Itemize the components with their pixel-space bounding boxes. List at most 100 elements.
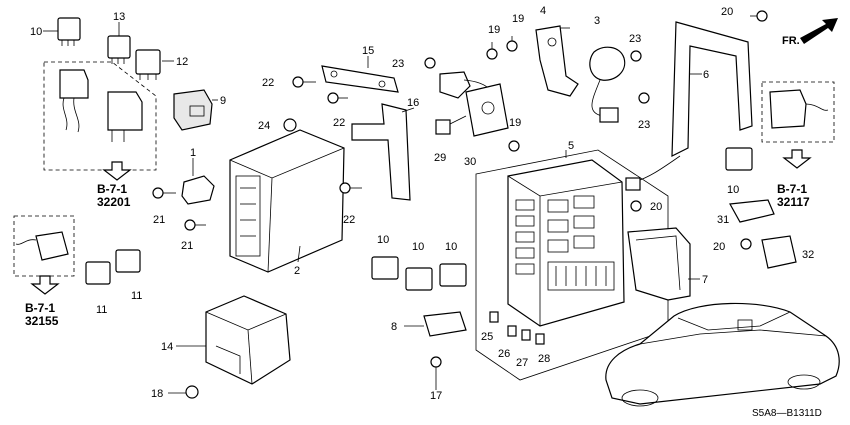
callout-14[interactable]: 14 xyxy=(161,341,173,353)
relay-10-center-a xyxy=(371,256,399,280)
callout-27[interactable]: 27 xyxy=(516,357,528,369)
callout-20-top[interactable]: 20 xyxy=(721,6,733,18)
callout-19-left[interactable]: 19 xyxy=(488,24,500,36)
callout-19-lower[interactable]: 19 xyxy=(509,117,521,129)
callout-21-lower[interactable]: 21 xyxy=(181,240,193,252)
callout-24[interactable]: 24 xyxy=(258,120,270,132)
fuses-25-28 xyxy=(489,311,545,345)
callout-12[interactable]: 12 xyxy=(176,56,188,68)
callout-26[interactable]: 26 xyxy=(498,348,510,360)
ref-code-left[interactable]: 32201 xyxy=(97,195,131,209)
diagram-code: S5A8—B1311D xyxy=(752,408,822,419)
callout-32[interactable]: 32 xyxy=(802,249,814,261)
callout-11-right[interactable]: 11 xyxy=(131,290,142,302)
callout-23-left[interactable]: 23 xyxy=(392,58,404,70)
bolt-21a xyxy=(152,187,176,199)
relay-11b xyxy=(115,249,141,273)
ref-arrow-right xyxy=(782,149,812,169)
bracket-6 xyxy=(625,21,753,191)
bolt-22c xyxy=(339,182,362,194)
module-14 xyxy=(205,295,291,385)
callout-9[interactable]: 9 xyxy=(220,95,226,107)
callout-25[interactable]: 25 xyxy=(481,331,493,343)
relay-10-right xyxy=(725,147,753,171)
callout-31[interactable]: 31 xyxy=(717,214,729,226)
bolt-20a xyxy=(750,10,768,22)
callout-13[interactable]: 13 xyxy=(113,11,125,23)
front-marker: FR. xyxy=(782,35,800,47)
bolt-19c xyxy=(508,140,520,152)
callout-7[interactable]: 7 xyxy=(702,274,708,286)
callout-29[interactable]: 29 xyxy=(434,152,446,164)
fuse-box-5 xyxy=(507,159,625,327)
ref-page-right[interactable]: B-7-1 xyxy=(777,182,807,196)
callout-10-top-left[interactable]: 10 xyxy=(30,26,42,38)
callout-10-center-c[interactable]: 10 xyxy=(445,241,457,253)
bracket-1 xyxy=(181,175,215,205)
cover-7 xyxy=(627,227,691,301)
relay-connector-group-bottom-left xyxy=(13,215,75,277)
ref-page-left[interactable]: B-7-1 xyxy=(97,182,127,196)
bolt-19b xyxy=(506,36,518,52)
callout-20-bottom[interactable]: 20 xyxy=(713,241,725,253)
relay-10-center-b xyxy=(405,267,433,291)
callout-18[interactable]: 18 xyxy=(151,388,163,400)
callout-10-right[interactable]: 10 xyxy=(727,184,739,196)
bolt-22b xyxy=(327,92,348,104)
bolt-23b xyxy=(630,50,642,62)
relay-12 xyxy=(135,49,161,80)
ref-page-bottom-left[interactable]: B-7-1 xyxy=(25,301,55,315)
callout-19-right[interactable]: 19 xyxy=(512,13,524,25)
callout-3[interactable]: 3 xyxy=(594,15,600,27)
callout-20-middle[interactable]: 20 xyxy=(650,201,662,213)
leader-lines xyxy=(43,22,702,394)
callout-23-right-top[interactable]: 23 xyxy=(629,33,641,45)
callout-30[interactable]: 30 xyxy=(464,156,476,168)
module-9 xyxy=(173,89,213,131)
callout-22-middle[interactable]: 22 xyxy=(333,117,345,129)
ref-arrow-left xyxy=(102,161,132,181)
relay-10-center-c xyxy=(439,263,467,287)
ecu-2 xyxy=(229,129,345,273)
bolt-17 xyxy=(430,356,442,380)
bolt-20b xyxy=(630,200,642,212)
callout-11-left[interactable]: 11 xyxy=(96,304,107,316)
relay-11a xyxy=(85,261,111,285)
callout-10-center-a[interactable]: 10 xyxy=(377,234,389,246)
callout-5[interactable]: 5 xyxy=(568,140,574,152)
callout-23-right-bottom[interactable]: 23 xyxy=(638,119,650,131)
nut-18 xyxy=(185,385,199,399)
callout-17[interactable]: 17 xyxy=(430,390,442,402)
ref-code-right[interactable]: 32117 xyxy=(777,195,810,209)
bracket-31 xyxy=(729,199,775,223)
bracket-4 xyxy=(535,25,579,97)
callout-22-top[interactable]: 22 xyxy=(262,77,274,89)
relay-8 xyxy=(423,311,467,337)
callout-28[interactable]: 28 xyxy=(538,353,550,365)
callout-16[interactable]: 16 xyxy=(407,97,419,109)
bolt-20c xyxy=(740,238,752,250)
callout-15[interactable]: 15 xyxy=(362,45,374,57)
callout-21-upper[interactable]: 21 xyxy=(153,214,165,226)
bolt-22a xyxy=(292,76,316,88)
sensor-3 xyxy=(589,46,626,123)
ref-arrow-bottom-left xyxy=(30,275,60,295)
bracket-16 xyxy=(351,103,411,201)
callout-6[interactable]: 6 xyxy=(703,69,709,81)
ref-code-bottom-left[interactable]: 32155 xyxy=(25,314,59,328)
bolt-24 xyxy=(283,118,297,132)
callout-22-bottom[interactable]: 22 xyxy=(343,214,355,226)
callout-1[interactable]: 1 xyxy=(190,147,196,159)
bolt-21b xyxy=(184,219,206,231)
callout-2[interactable]: 2 xyxy=(294,265,300,277)
bolt-23a xyxy=(424,57,436,69)
relay-connector-group-right xyxy=(761,81,835,143)
callout-4[interactable]: 4 xyxy=(540,5,546,17)
module-32 xyxy=(761,235,797,269)
front-direction-arrow xyxy=(800,18,838,44)
callout-8[interactable]: 8 xyxy=(391,321,397,333)
relay-connector-group-left xyxy=(43,61,157,171)
callout-10-center-b[interactable]: 10 xyxy=(412,241,424,253)
